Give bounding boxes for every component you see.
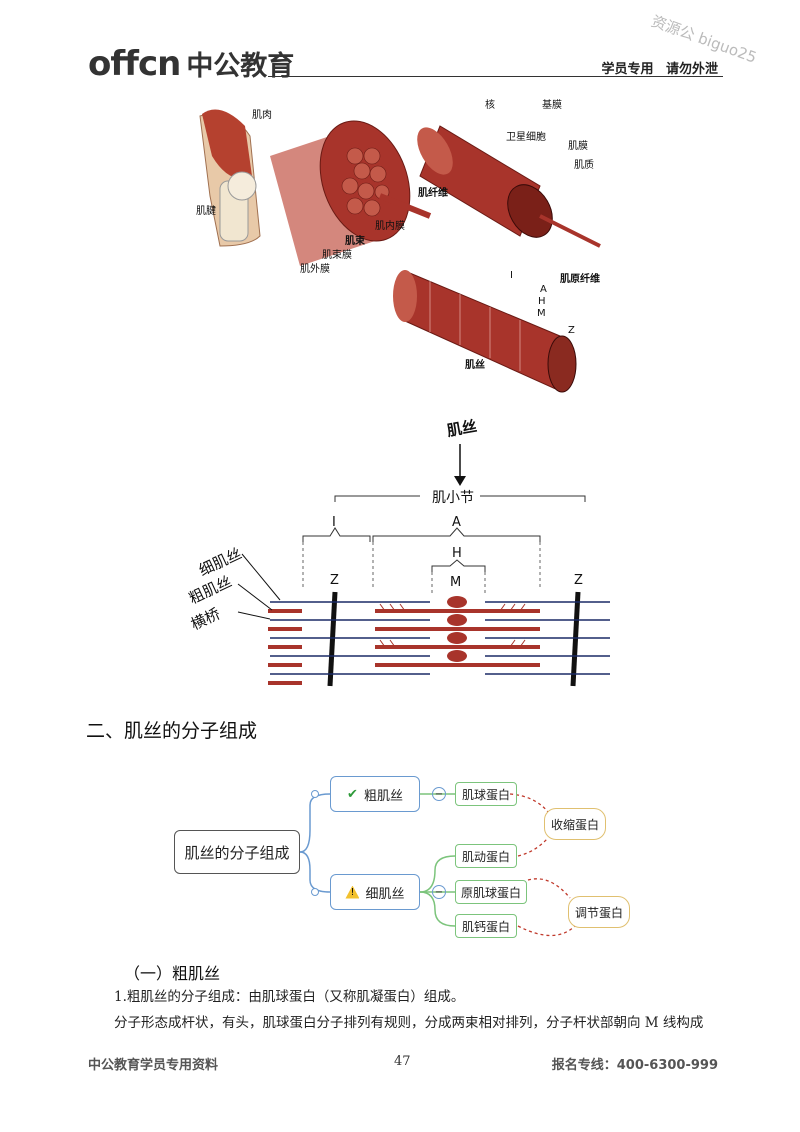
muscle-bundle-illustration	[270, 120, 432, 266]
label-top-myofilament: 肌丝	[446, 417, 479, 440]
label-band-a: A	[540, 284, 547, 295]
label-line-m: M	[450, 575, 461, 590]
label-tendon: 肌腱	[196, 205, 216, 217]
node-myosin: 肌球蛋白	[455, 782, 517, 806]
logo-cn: 中公教育	[186, 51, 295, 82]
label-z-left: Z	[330, 573, 339, 588]
node-thick-label: 粗肌丝	[363, 788, 403, 804]
label-sarcoplasm: 肌质	[574, 159, 594, 171]
footer-hotline: 报名专线：400-6300-999	[551, 1058, 718, 1073]
node-thin-filament: ! 细肌丝	[330, 874, 420, 910]
label-perimysium: 肌束膜	[322, 249, 352, 261]
paragraph-2: 分子形态成杆状，有头，肌球蛋白分子排列有规则，分成两束相对排列，分子杆状部朝向 …	[114, 1015, 704, 1031]
label-band-a: A	[452, 515, 461, 530]
label-fascicle: 肌束	[345, 234, 366, 247]
sarcomere-figure: 肌丝 肌小节 I A H M Z Z	[186, 417, 610, 687]
node-regulatory: 调节蛋白	[568, 896, 630, 928]
header-rule	[268, 76, 723, 77]
node-actin: 肌动蛋白	[455, 844, 517, 868]
label-fiber: 肌纤维	[418, 186, 448, 199]
collapse-icon[interactable]: −	[432, 787, 446, 801]
node-tropomyosin: 原肌球蛋白	[455, 880, 527, 904]
check-icon: ✔	[347, 786, 358, 802]
node-thick-filament: ✔ 粗肌丝	[330, 776, 420, 812]
page-number: 47	[394, 1054, 411, 1069]
label-band-i: I	[510, 270, 513, 281]
section-title: 二、肌丝的分子组成	[86, 720, 258, 742]
collapse-icon[interactable]: −	[432, 885, 446, 899]
label-zone-h: H	[538, 296, 546, 307]
node-thin-label: 细肌丝	[365, 886, 405, 902]
leg-illustration	[199, 109, 261, 247]
label-band-i: I	[332, 515, 336, 530]
footer-left: 中公教育学员专用资料	[88, 1058, 219, 1073]
myofibril-illustration	[393, 270, 577, 393]
label-cross-bridge: 横桥	[188, 605, 223, 634]
label-line-m: M	[537, 308, 546, 319]
label-satellite: 卫星细胞	[506, 130, 546, 143]
label-line-z: Z	[568, 325, 575, 336]
header-note: 学员专用 请勿外泄	[601, 62, 718, 77]
label-myofilament: 肌丝	[465, 358, 485, 371]
label-z-right: Z	[574, 573, 583, 588]
label-nucleus: 核	[485, 98, 495, 111]
label-myofibril: 肌原纤维	[560, 272, 600, 285]
node-contractile: 收缩蛋白	[544, 808, 606, 840]
label-endomysium: 肌内膜	[375, 219, 405, 232]
warning-icon: !	[345, 885, 360, 899]
label-epimysium: 肌外膜	[300, 263, 330, 275]
muscle-structure-figure: 肌肉 肌腱 肌束 肌内膜 肌束膜 肌外膜 肌纤维 核 基膜 卫星细胞 肌膜 肌质…	[196, 98, 601, 393]
paragraph-1: 1.粗肌丝的分子组成：由肌球蛋白（又称肌凝蛋白）组成。	[114, 989, 465, 1005]
logo-latin: offcn	[88, 44, 181, 84]
mindmap-root: 肌丝的分子组成	[174, 830, 300, 874]
label-basement: 基膜	[542, 98, 562, 111]
label-sarcolemma: 肌膜	[568, 140, 588, 152]
label-muscle: 肌肉	[252, 108, 272, 121]
node-troponin: 肌钙蛋白	[455, 914, 517, 938]
muscle-fiber-illustration	[417, 125, 601, 248]
sub-title: （一）粗肌丝	[124, 964, 221, 983]
mindmap-connectors	[299, 790, 576, 937]
label-sarcomere: 肌小节	[432, 490, 474, 506]
label-zone-h: H	[452, 546, 462, 561]
label-thick-filament: 粗肌丝	[186, 572, 234, 607]
mindmap: 肌丝的分子组成 ✔ 粗肌丝 ! 细肌丝 − − 肌球蛋白 肌动蛋白 原肌球蛋白 …	[170, 770, 640, 950]
